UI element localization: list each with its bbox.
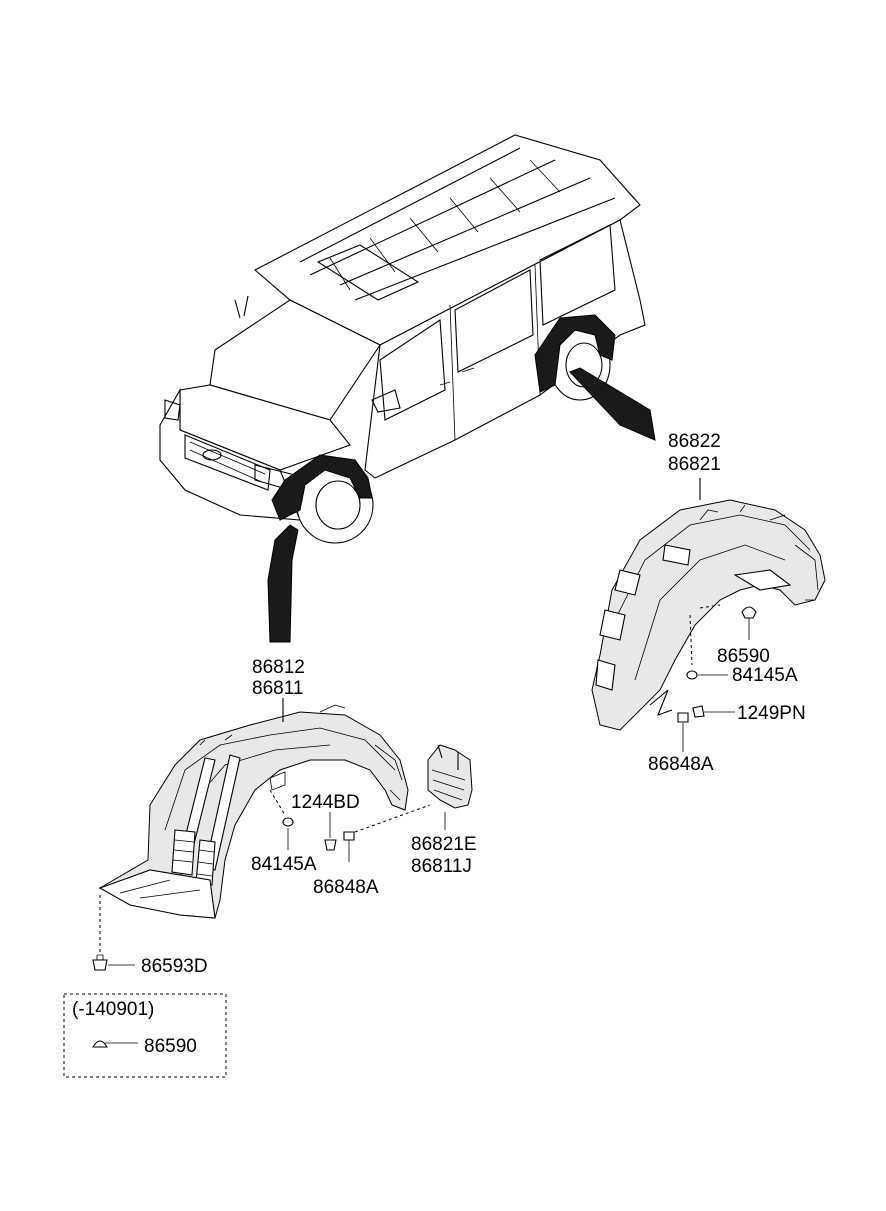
nut-icon (686, 670, 698, 680)
label-86812: 86812 (252, 657, 305, 678)
screw-icon (692, 705, 705, 718)
front-wheel-guard-drawing (98, 704, 409, 919)
bolt-icon (343, 831, 355, 841)
front-hardware (92, 817, 355, 1048)
label-1244bd: 1244BD (291, 792, 360, 813)
label-86593d: 86593D (141, 956, 208, 977)
label-1249pn: 1249PN (737, 703, 806, 724)
label-86821e: 86821E (411, 834, 477, 855)
rear-leaders (682, 478, 750, 752)
note-box (63, 993, 227, 1078)
nut-icon (282, 817, 294, 827)
label-rear-84145a: 84145A (732, 665, 798, 686)
clip-icon (92, 1040, 108, 1048)
van-illustration (159, 134, 656, 643)
clip-icon (741, 606, 757, 619)
bolt-icon (324, 839, 337, 851)
label-86822: 86822 (668, 431, 721, 452)
label-86811j: 86811J (411, 856, 472, 877)
rear-hardware (677, 606, 757, 723)
label-note-range: (-140901) (72, 999, 154, 1020)
label-front-84145a: 84145A (251, 854, 317, 875)
label-rear-86590: 86590 (717, 646, 770, 667)
screw-icon (92, 959, 108, 971)
label-front-86848a: 86848A (313, 877, 379, 898)
label-rear-86848a: 86848A (648, 754, 714, 775)
rear-wheel-guard-drawing (591, 499, 826, 731)
mud-guard-drawing (427, 744, 473, 809)
bolt-icon (677, 712, 689, 723)
front-leaders (99, 698, 446, 1044)
label-86811: 86811 (252, 678, 303, 699)
label-note-86590: 86590 (144, 1036, 197, 1057)
label-86821: 86821 (668, 454, 721, 475)
